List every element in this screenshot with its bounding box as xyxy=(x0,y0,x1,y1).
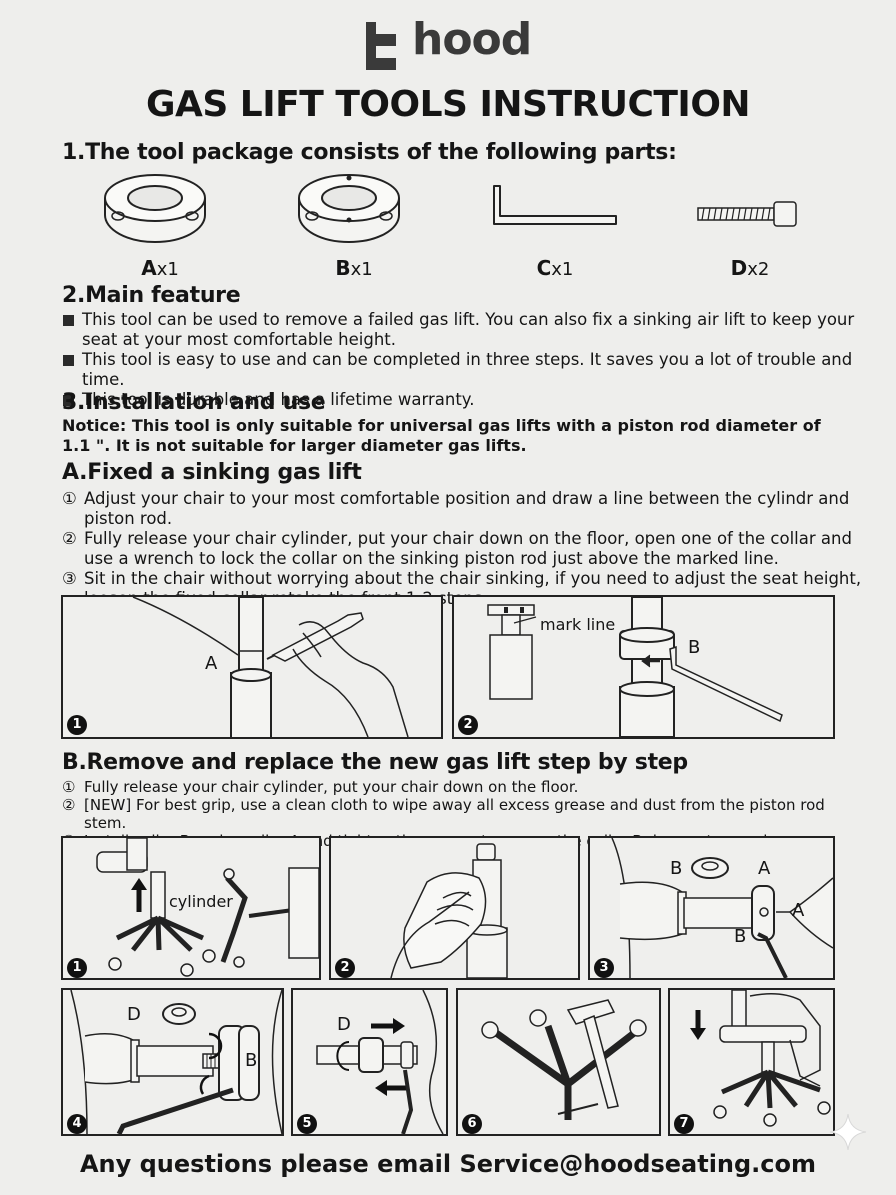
step-badge: 4 xyxy=(67,1114,87,1134)
step-badge: 3 xyxy=(594,958,614,978)
section-a-heading: A.Fixed a sinking gas lift xyxy=(62,460,362,485)
figure-b4: D B 4 xyxy=(61,988,284,1136)
footer-contact: Any questions please email Service@hoods… xyxy=(79,1150,817,1178)
seated-chair-illustration xyxy=(690,990,831,1127)
part-a-label: Ax1 xyxy=(141,256,179,280)
figure-b7: 7 xyxy=(668,988,835,1136)
collar-a-icon xyxy=(104,174,206,243)
figure-a1: A 1 xyxy=(61,595,443,739)
list-item: This tool is durable and has a lifetime … xyxy=(62,390,862,410)
label-a-right: A xyxy=(792,900,805,921)
figure-b3: B A B A 3 xyxy=(588,836,835,980)
label-a: A xyxy=(758,858,771,879)
step-badge: 2 xyxy=(458,715,478,735)
part-b-label: Bx1 xyxy=(335,256,373,280)
collar-swap-illustration xyxy=(316,990,444,1134)
list-item: This tool can be used to remove a failed… xyxy=(62,310,862,350)
hammer-base-illustration xyxy=(481,999,647,1120)
label-d: D xyxy=(337,1014,351,1035)
wrench-turn-illustration xyxy=(70,990,282,1134)
step-badge: 1 xyxy=(67,715,87,735)
part-d-label: Dx2 xyxy=(730,256,770,280)
wipe-rod-illustration xyxy=(390,843,508,978)
feature-list: This tool can be used to remove a failed… xyxy=(62,310,862,410)
chair-cylinder-illustration xyxy=(96,838,319,977)
label-b: B xyxy=(670,858,683,879)
step-badge: 1 xyxy=(67,958,87,978)
step-badge: 6 xyxy=(462,1114,482,1134)
label-a: A xyxy=(205,653,218,674)
section-b-heading: B.Remove and replace the new gas lift st… xyxy=(62,750,688,775)
figure-a2: mark line B 2 xyxy=(452,595,835,739)
figure-b6: 6 xyxy=(456,988,661,1136)
label-b: B xyxy=(245,1050,258,1071)
page-title: GAS LIFT TOOLS INSTRUCTION xyxy=(145,84,751,125)
figure-b2: 2 xyxy=(329,836,580,980)
sparkle-icon xyxy=(829,1113,867,1151)
parts-heading: 1.The tool package consists of the follo… xyxy=(62,140,677,165)
label-d: D xyxy=(127,1004,141,1025)
collar-b-icon xyxy=(298,174,400,243)
hood-logo-icon xyxy=(366,22,396,70)
screw-icon xyxy=(697,201,797,227)
list-item: ②[NEW] For best grip, use a clean cloth … xyxy=(62,796,825,832)
main-feature-heading: 2.Main feature xyxy=(62,283,241,308)
figure-b5: D 5 xyxy=(291,988,448,1136)
step-badge: 5 xyxy=(297,1114,317,1134)
list-item: This tool is easy to use and can be comp… xyxy=(62,350,862,390)
mark-line-illustration xyxy=(132,597,409,737)
install-collar-illustration xyxy=(611,838,833,978)
brand-name: hood xyxy=(412,14,532,65)
label-b-lower: B xyxy=(734,926,747,947)
cylinder-label: cylinder xyxy=(169,892,233,911)
hex-wrench-icon xyxy=(493,185,617,225)
figure-b1: cylinder 1 xyxy=(61,836,321,980)
mark-line-label: mark line xyxy=(540,615,616,634)
installation-heading: 3.Installation and use xyxy=(62,390,326,415)
part-c-label: Cx1 xyxy=(536,256,574,280)
step-badge: 2 xyxy=(335,958,355,978)
notice-text: Notice: This tool is only suitable for u… xyxy=(62,416,821,455)
collar-lock-illustration xyxy=(487,597,783,737)
brand-logo: hood xyxy=(362,14,542,76)
step-badge: 7 xyxy=(674,1114,694,1134)
label-b: B xyxy=(688,637,701,658)
